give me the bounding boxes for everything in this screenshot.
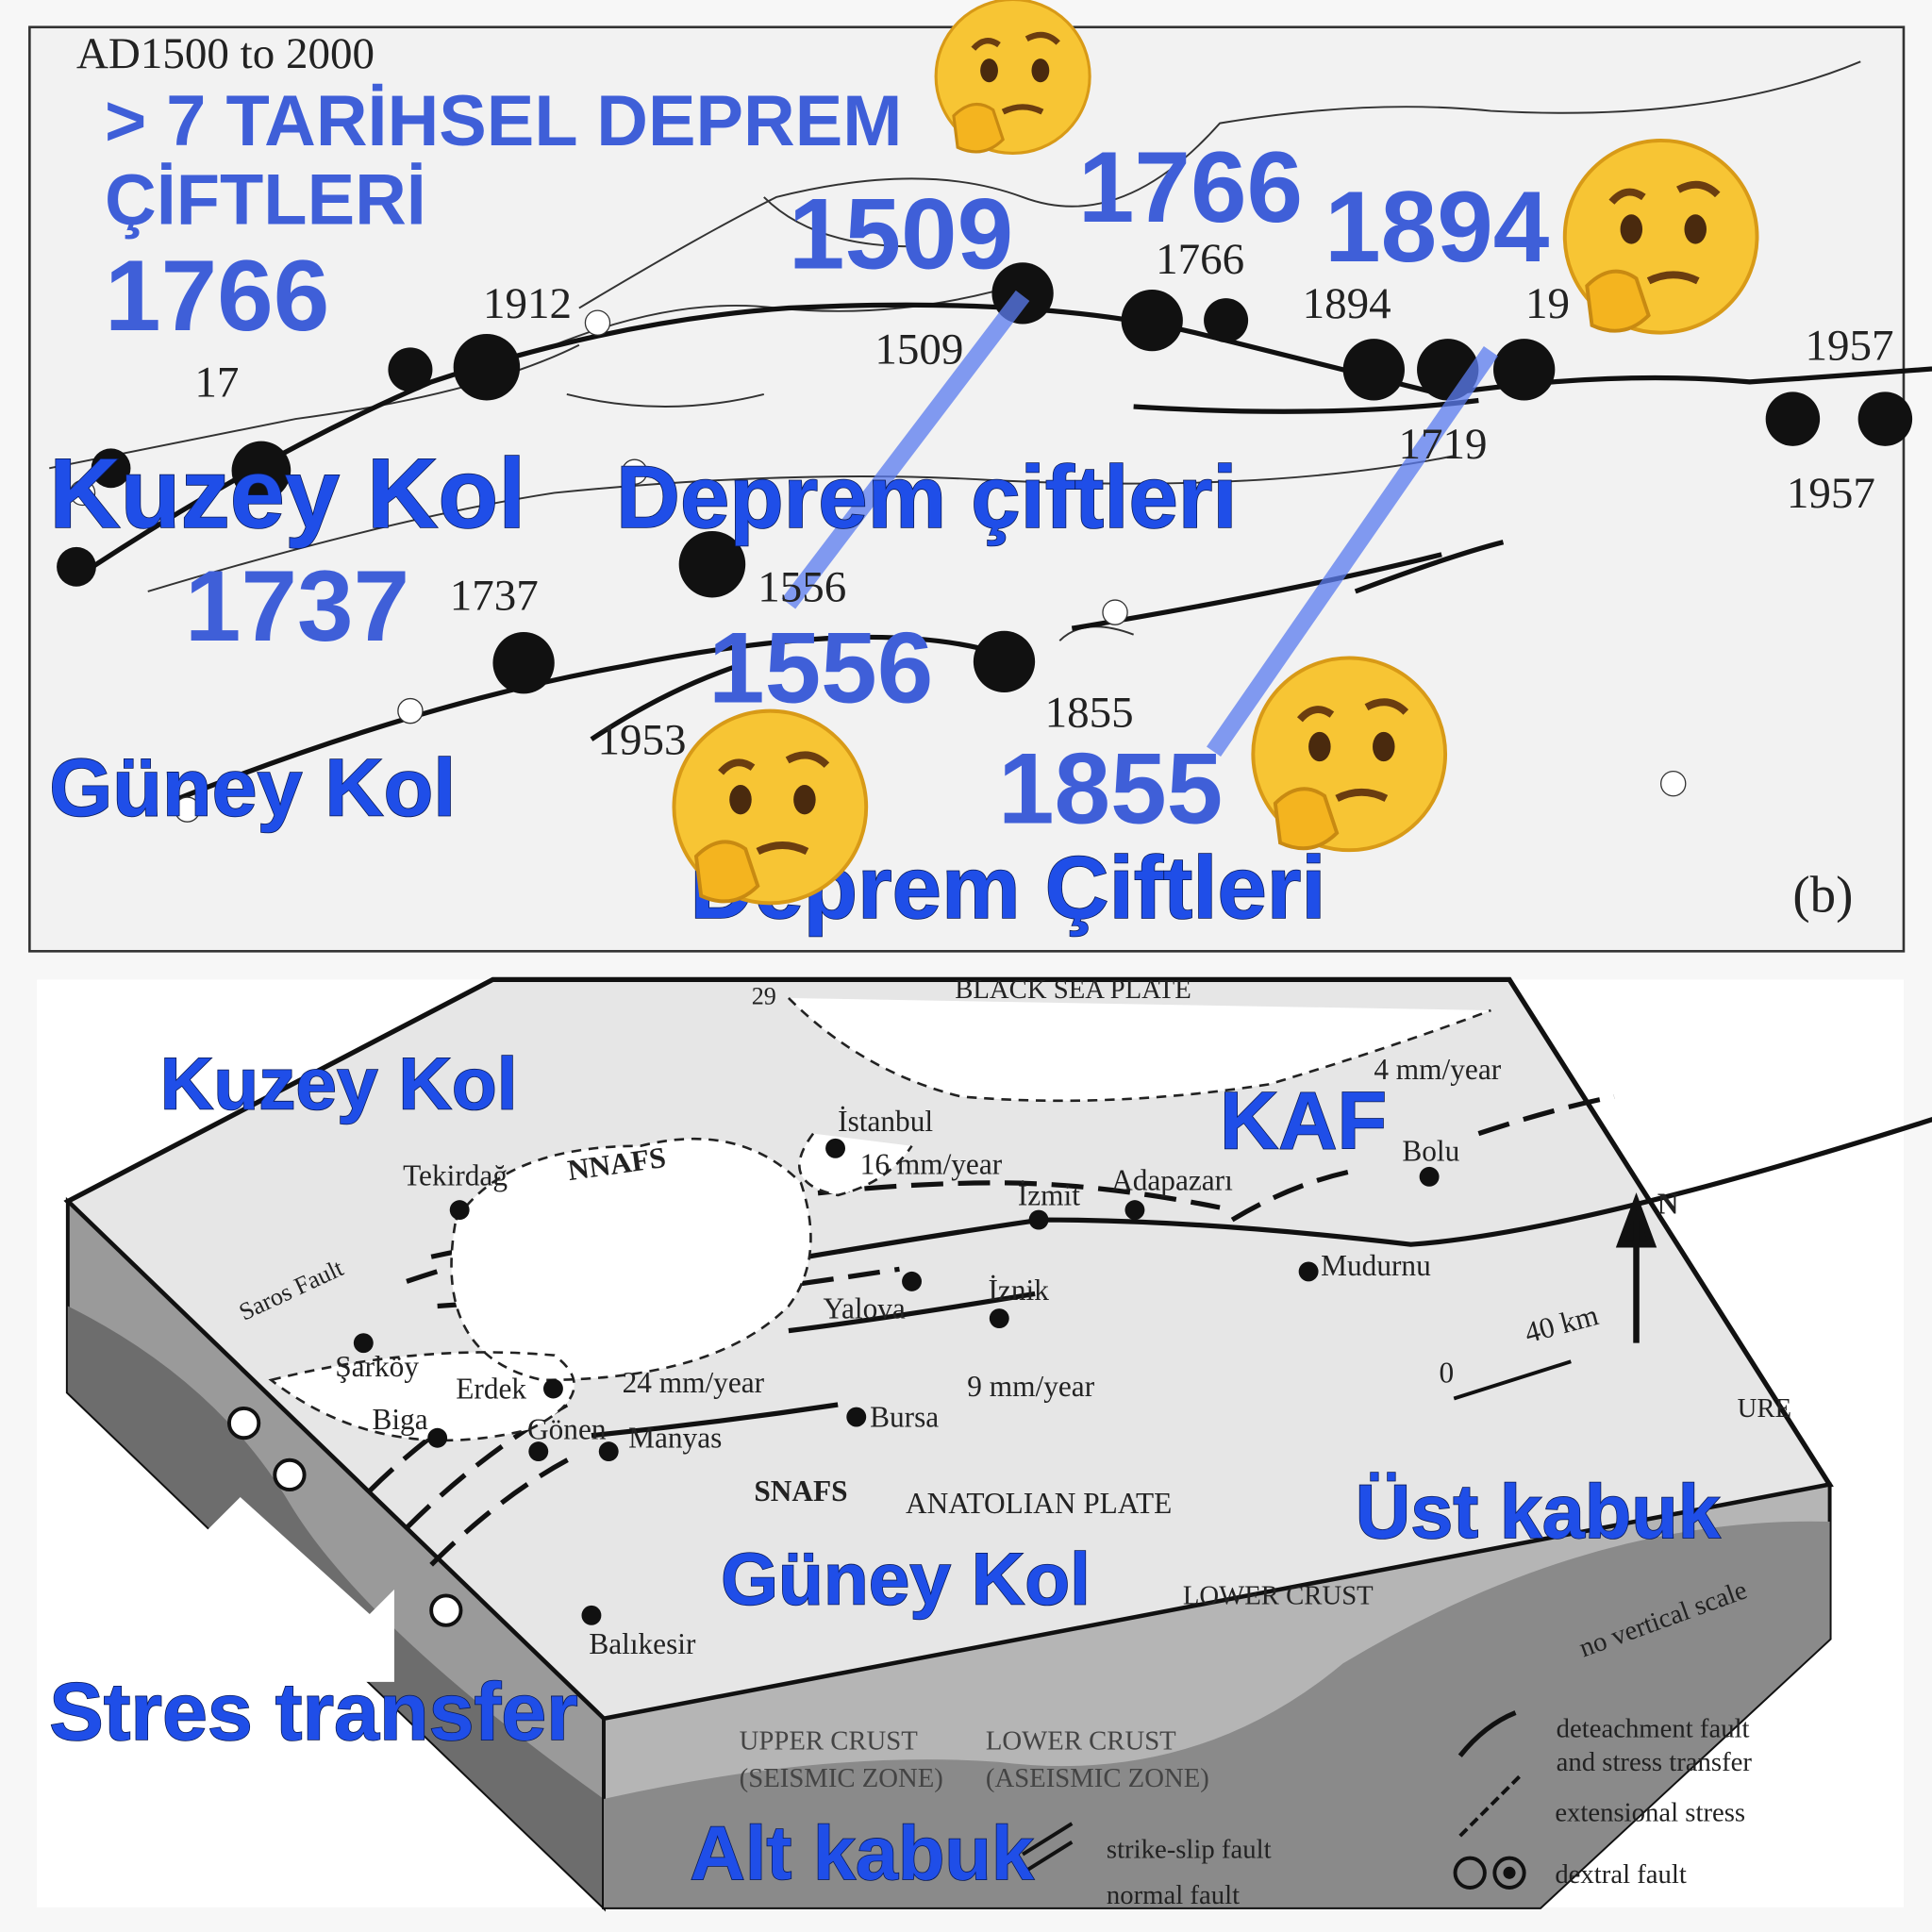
earthquake-pair-line-1 [781, 290, 1030, 609]
overlay-stres-transfer: Stres transfer [49, 1667, 577, 1757]
dextral-away-icon [226, 1406, 261, 1441]
map-year: 1855 [1045, 689, 1134, 738]
legend: strike-slip fault normal fault deteachme… [1022, 1710, 1753, 1910]
legend-detachment-2: and stress transfer [1557, 1747, 1753, 1777]
scale-zero: 0 [1440, 1356, 1455, 1389]
overlay-title-line2: ÇİFTLERİ [105, 160, 426, 241]
thinking-face-icon [1253, 658, 1445, 850]
rate-label: 9 mm/year [967, 1370, 1094, 1403]
tectonic-block-diagram: Tekirdağ İstanbul İzmit Adapazarı Bolu M… [37, 974, 1932, 1912]
city-manyas: Manyas [628, 1422, 722, 1455]
city-gonen: Gönen [527, 1413, 607, 1446]
map-year: 17 [194, 358, 239, 408]
seismic-zone-label: (SEISMIC ZONE) [740, 1763, 943, 1793]
city-bursa: Bursa [870, 1400, 939, 1433]
city-erdek: Erdek [456, 1372, 526, 1405]
city-sarkoy: Şarköy [335, 1350, 419, 1383]
map-year: 1957 [1787, 469, 1875, 518]
earthquake-pair-line-2 [1207, 346, 1498, 757]
legend-extensional: extensional stress [1555, 1797, 1745, 1827]
lower-crust-label: LOWER CRUST [1183, 1581, 1374, 1611]
legend-detachment: deteachment fault [1557, 1714, 1750, 1744]
period-label: AD1500 to 2000 [76, 29, 375, 78]
thinking-face-icon [674, 711, 866, 904]
longitude-label: 29 [752, 982, 776, 1009]
rate-label: 24 mm/year [623, 1366, 765, 1399]
overlay-kuzey-kol: Kuzey Kol [160, 1042, 518, 1125]
legend-dextral: dextral fault [1555, 1859, 1687, 1890]
map-year: 1737 [450, 572, 539, 621]
overlay-year: 1556 [708, 610, 933, 724]
city-markers [353, 1138, 1440, 1625]
overlay-year: 1766 [105, 239, 329, 352]
structure-label: URE [1738, 1393, 1791, 1424]
city-adapazari: Adapazarı [1111, 1164, 1233, 1197]
city-istanbul: İstanbul [838, 1105, 933, 1138]
rate-label: 16 mm/year [860, 1148, 1003, 1181]
city-bolu: Bolu [1402, 1134, 1459, 1167]
overlay-alt-kabuk: Alt kabuk [690, 1811, 1034, 1896]
snafs-label: SNAFS [754, 1474, 847, 1507]
legend-strike-slip: strike-slip fault [1107, 1835, 1272, 1865]
overlay-title-line1: > 7 TARİHSEL DEPREM [105, 81, 902, 161]
map-year: 1766 [1156, 235, 1244, 284]
dextral-toward-icon [273, 1457, 307, 1492]
thinking-face-icon [936, 0, 1090, 153]
overlay-guney-kol: Güney Kol [49, 743, 456, 834]
city-iznik: İznik [989, 1274, 1050, 1307]
legend-normal-fault: normal fault [1107, 1880, 1240, 1910]
overlay-ust-kabuk: Üst kabuk [1356, 1470, 1722, 1555]
city-yalova: Yalova [823, 1292, 905, 1325]
upper-crust-label: UPPER CRUST [740, 1726, 919, 1757]
thinking-face-icon [1565, 141, 1757, 333]
overlay-year: 1855 [998, 731, 1223, 844]
black-sea-plate-label: BLACK SEA PLATE [955, 974, 1191, 1005]
city-izmit: İzmit [1018, 1178, 1080, 1211]
overlay-kuzey-kol: Kuzey Kol [49, 439, 525, 549]
overlay-guney-kol: Güney Kol [721, 1538, 1091, 1621]
map-year: 1894 [1303, 279, 1391, 328]
north-arrow-icon [1615, 1192, 1657, 1343]
overlay-kaf: KAF [1220, 1075, 1387, 1166]
scale-bar [1453, 1359, 1572, 1401]
map-year: 1957 [1805, 321, 1893, 370]
overlay-year: 1737 [185, 549, 409, 662]
map-year: 1912 [483, 279, 572, 328]
overlay-deprem-ciftleri-left: Deprem çiftleri [616, 447, 1237, 546]
north-label: N [1657, 1188, 1679, 1221]
historical-earthquake-map: AD1500 to 2000 1912 17 1509 1766 1894 19… [28, 0, 1932, 953]
aseismic-zone-label: (ASEISMIC ZONE) [986, 1763, 1209, 1793]
map-year: 1509 [874, 325, 963, 374]
overlay-year: 1766 [1078, 130, 1303, 243]
map-year: 1953 [597, 715, 686, 764]
map-year: 1719 [1398, 420, 1487, 469]
map-year: 19 [1525, 279, 1570, 328]
aseismic-crust-label: LOWER CRUST [986, 1726, 1176, 1757]
city-balikesir: Balıkesir [589, 1627, 696, 1660]
overlay-year: 1509 [789, 177, 1013, 291]
panel-label: (b) [1792, 866, 1853, 924]
anatolian-plate-label: ANATOLIAN PLATE [906, 1487, 1172, 1520]
dextral-toward-icon [429, 1593, 463, 1627]
map-year: 1556 [758, 562, 846, 611]
city-mudurnu: Mudurnu [1321, 1249, 1431, 1282]
rate-label: 4 mm/year [1374, 1053, 1501, 1086]
overlay-year: 1894 [1324, 170, 1549, 283]
stress-transfer-arrow-icon [203, 1496, 394, 1682]
city-biga: Biga [372, 1403, 427, 1436]
city-tekirdag: Tekirdağ [403, 1158, 508, 1191]
